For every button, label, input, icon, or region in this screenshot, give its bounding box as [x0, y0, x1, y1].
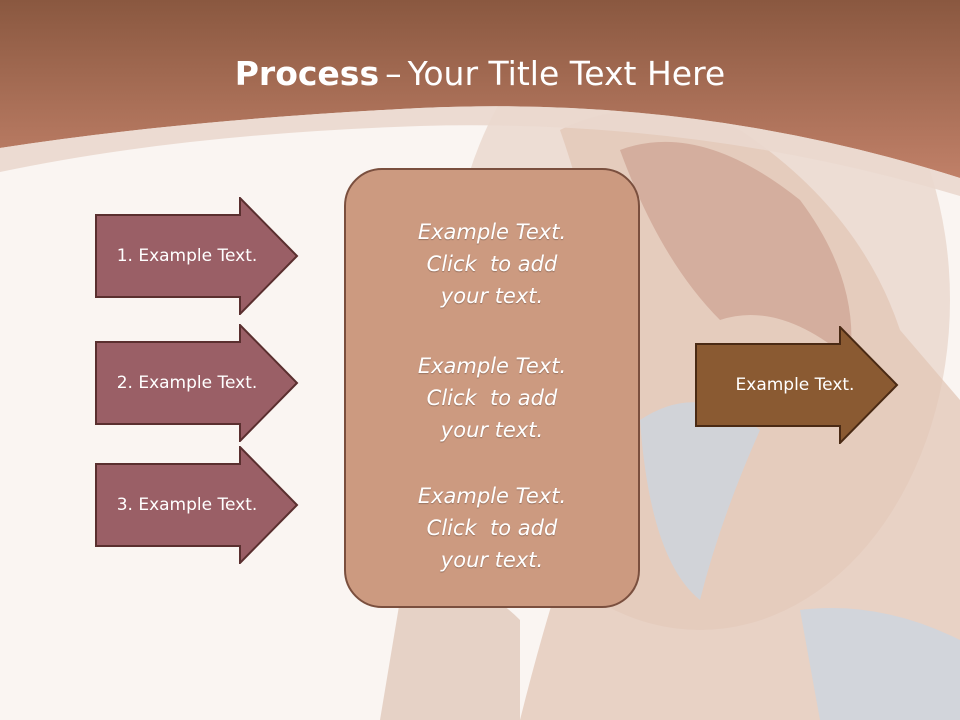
paragraph-line: your text. [440, 418, 544, 442]
arrow-shape [95, 197, 299, 315]
step-arrow-2[interactable]: 2. Example Text. [95, 324, 299, 442]
arrow-shape [95, 446, 299, 564]
paragraph-line: Example Text. [417, 484, 567, 508]
paragraph-line: your text. [440, 548, 544, 572]
result-arrow[interactable]: Example Text. [695, 326, 899, 444]
slide-title: Process–Your Title Text Here [0, 52, 960, 96]
content-paragraph-2[interactable]: Example Text. Click to add your text. [346, 350, 638, 446]
arrow-shape [695, 326, 899, 444]
step-arrow-3[interactable]: 3. Example Text. [95, 446, 299, 564]
content-box[interactable]: Example Text. Click to add your text. Ex… [344, 168, 640, 608]
step-label-3: 3. Example Text. [116, 495, 258, 515]
paragraph-line: Click to add [426, 386, 558, 410]
paragraph-line: Example Text. [417, 220, 567, 244]
paragraph-line: your text. [440, 284, 544, 308]
content-paragraph-3[interactable]: Example Text. Click to add your text. [346, 480, 638, 576]
paragraph-line: Click to add [426, 252, 558, 276]
paragraph-line: Example Text. [417, 354, 567, 378]
content-paragraph-1[interactable]: Example Text. Click to add your text. [346, 216, 638, 312]
paragraph-line: Click to add [426, 516, 558, 540]
step-arrow-1[interactable]: 1. Example Text. [95, 197, 299, 315]
title-dash: – [385, 54, 402, 93]
step-label-1: 1. Example Text. [116, 246, 258, 266]
step-label-2: 2. Example Text. [116, 373, 258, 393]
result-label: Example Text. [735, 375, 855, 395]
title-bold: Process [234, 54, 380, 93]
title-text: Your Title Text Here [407, 54, 726, 93]
arrow-shape [95, 324, 299, 442]
